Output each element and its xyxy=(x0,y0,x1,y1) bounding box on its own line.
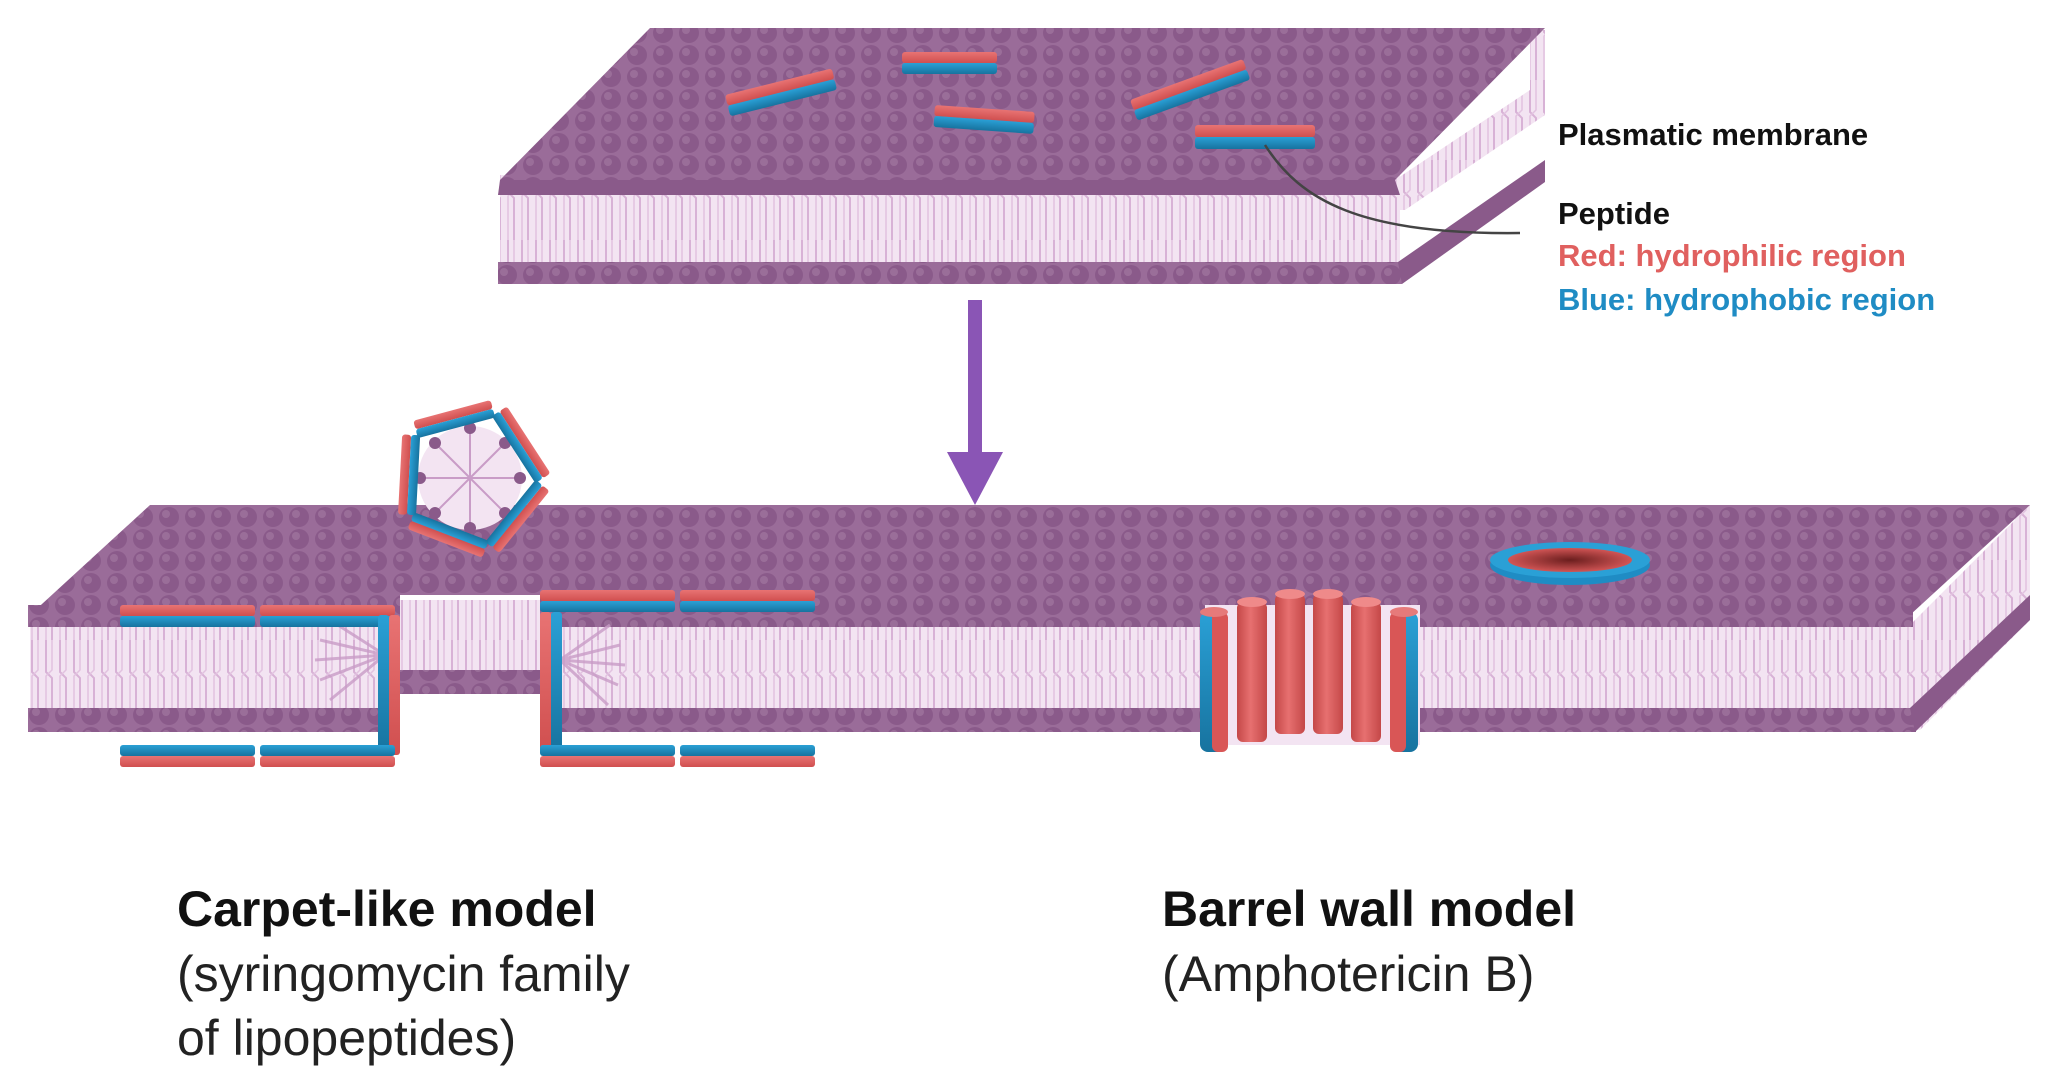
carpet-peptides-left xyxy=(120,605,400,767)
barrel-cylinder xyxy=(1313,589,1343,734)
carpet-model-title: Carpet-like model xyxy=(177,881,597,937)
bottom-membrane-tails xyxy=(30,620,1910,720)
membrane-label: Plasmatic membrane xyxy=(1558,117,1869,152)
bottom-membrane-side xyxy=(1905,505,2030,730)
barrel-model-subtitle: (Amphotericin B) xyxy=(1162,946,1535,1002)
barrel-ring xyxy=(1490,542,1650,585)
barrel-cylinder xyxy=(1237,597,1267,742)
top-membrane-side xyxy=(1395,30,1545,210)
top-membrane-surface xyxy=(500,28,1545,180)
top-membrane xyxy=(498,28,1545,284)
bottom-membrane-lower-heads xyxy=(28,708,1916,732)
barrel-pore xyxy=(1200,589,1420,752)
peptide-label: Peptide xyxy=(1558,196,1670,231)
surface-peptides xyxy=(725,52,1315,149)
down-arrow xyxy=(947,300,1003,505)
barrel-model-title: Barrel wall model xyxy=(1162,881,1577,937)
micelle xyxy=(398,400,550,557)
hydrophilic-label: Red: hydrophilic region xyxy=(1558,238,1906,273)
barrel-cylinder xyxy=(1200,607,1228,752)
peptide-rod xyxy=(1130,59,1250,120)
top-membrane-lower-heads xyxy=(498,262,1402,284)
bottom-membrane-surface xyxy=(30,505,2030,615)
hydrophobic-label: Blue: hydrophobic region xyxy=(1558,282,1936,317)
barrel-cylinder xyxy=(1351,597,1381,742)
peptide-rod xyxy=(933,105,1035,134)
carpet-model-subtitle-2: of lipopeptides) xyxy=(177,1010,517,1066)
barrel-cylinder xyxy=(1390,607,1418,752)
carpet-peptides-right xyxy=(540,590,815,767)
peptide-rod xyxy=(902,52,997,74)
lipid-fan xyxy=(314,618,626,707)
peptide-pointer-line xyxy=(1263,144,1521,235)
carpet-model-subtitle-1: (syringomycin family xyxy=(177,946,630,1002)
peptide-rod xyxy=(1195,125,1315,149)
barrel-cylinder xyxy=(1275,589,1305,734)
peptide-rod xyxy=(725,69,837,116)
bottom-membrane xyxy=(28,400,2030,767)
